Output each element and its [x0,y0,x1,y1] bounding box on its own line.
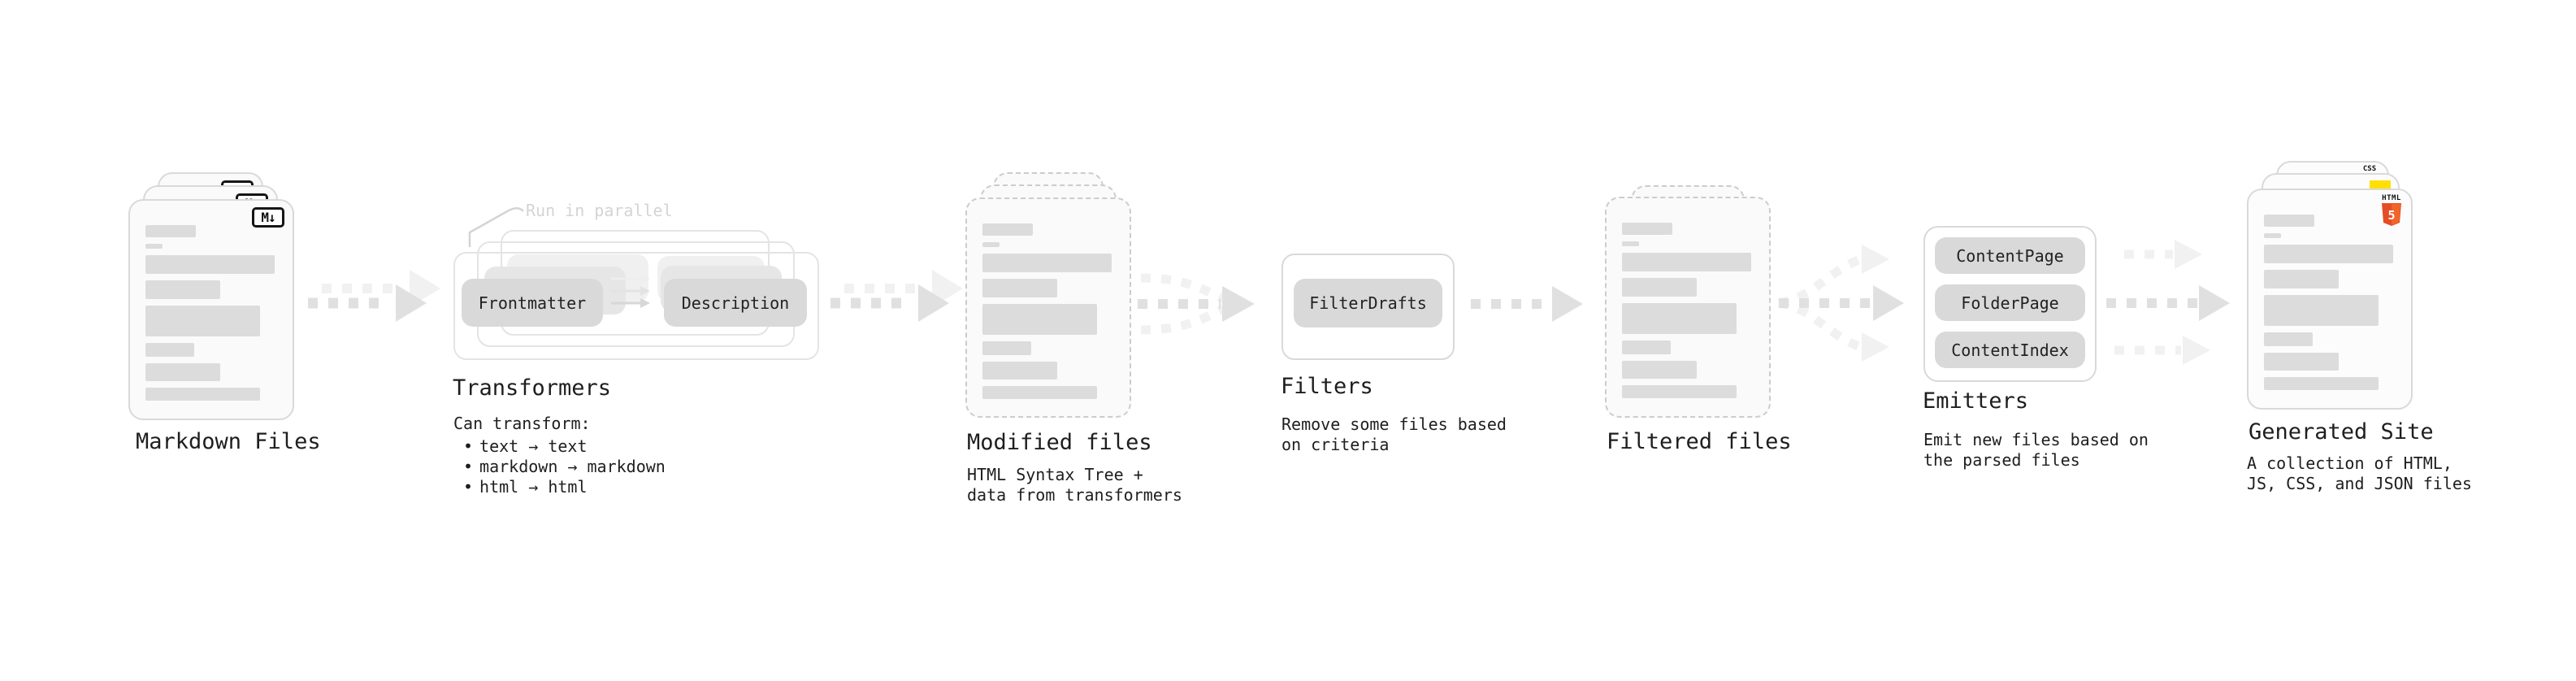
transformers-bullet: •markdown → markdown [463,457,666,476]
modified-files-desc-line: HTML Syntax Tree + [967,465,1143,484]
html5-icon: HTML 5 [2380,194,2403,227]
text-placeholder-bars [145,225,277,401]
transformers-bullet: •html → html [463,477,588,497]
generated-site-desc-line: JS, CSS, and JSON files [2247,474,2472,493]
filtered-files-label: Filtered files [1607,429,1792,454]
modified-files-label: Modified files [967,430,1152,455]
text-placeholder-bars [2264,215,2396,390]
transformer-pill-frontmatter: Frontmatter [462,279,603,327]
modified-files-desc-line: data from transformers [967,485,1182,505]
markdown-icon: M↓ [252,207,284,228]
text-placeholder-bars [1622,223,1754,398]
arrow-filtered-to-emitters-split-icon [1778,245,1904,362]
site-file-card-html: HTML 5 [2247,189,2413,410]
run-in-parallel-annotation: Run in parallel [526,201,673,220]
emitters-desc-line: Emit new files based on [1923,430,2149,449]
parallel-run-arrows-icon [611,274,650,308]
filters-desc-line: on criteria [1281,435,1390,454]
transformers-label: Transformers [453,375,612,401]
svg-text:5: 5 [2387,208,2395,223]
transformers-frame-front [453,252,819,360]
text-placeholder-bars [982,223,1114,399]
filtered-file-card-front [1605,197,1771,418]
generated-site-label: Generated Site [2249,419,2434,445]
js-file-icon [2370,180,2391,189]
arrow-emitters-to-generated-icon [2106,240,2230,365]
filter-pill-filterdrafts: FilterDrafts [1294,279,1442,327]
filters-label: Filters [1281,374,1373,399]
emitters-desc-line: the parsed files [1923,450,2080,470]
arrow-modified-to-filters-merge-icon [1138,273,1255,335]
run-in-parallel-leader-line [468,207,524,247]
generated-site-desc-line: A collection of HTML, [2247,453,2452,473]
markdown-file-card-front: M↓ [128,199,294,420]
transformer-pill-description: Description [664,279,807,327]
markdown-files-label: Markdown Files [136,429,321,454]
emitter-pill-contentindex: ContentIndex [1935,332,2085,368]
emitter-pill-contentpage: ContentPage [1935,237,2085,274]
arrow-transformers-to-modified-icon [830,270,963,322]
transformers-desc-title: Can transform: [453,414,591,433]
transformers-bullet: •text → text [463,436,588,456]
arrow-filters-to-filtered-icon [1471,286,1583,322]
arrow-markdown-to-transformers-icon [308,270,440,322]
filters-desc-line: Remove some files based [1281,414,1507,434]
emitters-label: Emitters [1923,388,2029,414]
modified-file-card-front [965,197,1131,418]
emitter-pill-folderpage: FolderPage [1935,284,2085,321]
